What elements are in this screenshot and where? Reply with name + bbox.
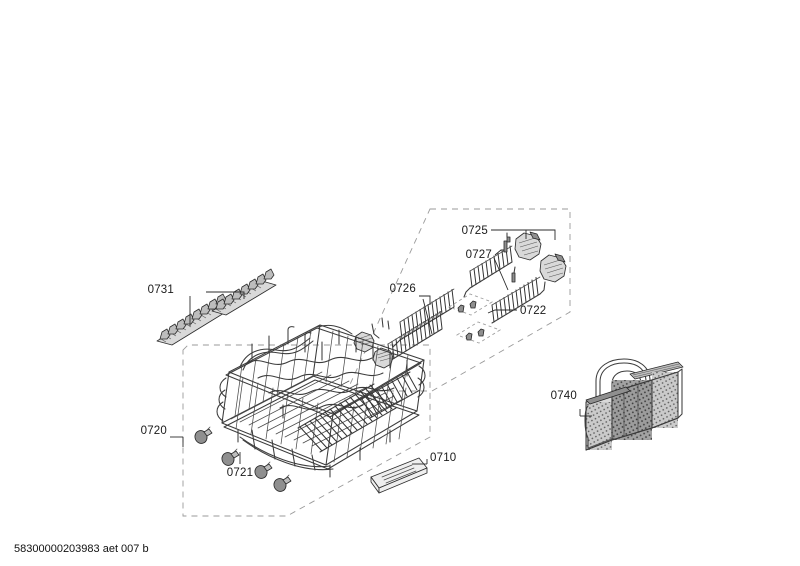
label-0720: 0720 bbox=[141, 425, 167, 437]
rack-clip-left bbox=[353, 331, 375, 353]
rack-clip-parts bbox=[353, 317, 394, 369]
part-0731-folding-tine-rows bbox=[156, 268, 277, 346]
tine-row-front bbox=[156, 293, 230, 346]
leader-0726 bbox=[419, 295, 433, 335]
end-clip-a bbox=[514, 231, 542, 261]
part-0720-dish-rack bbox=[216, 324, 426, 478]
group-boundary-0720 bbox=[182, 344, 431, 517]
rack-rear-supports bbox=[251, 326, 408, 377]
label-0725: 0725 bbox=[462, 225, 488, 237]
tine-hoops-back bbox=[215, 268, 275, 310]
leader-0740 bbox=[579, 409, 592, 417]
rack-bottom-legs bbox=[237, 404, 391, 478]
leader-0725 bbox=[491, 229, 556, 240]
label-0710: 0710 bbox=[430, 452, 456, 464]
pin-pair-lower bbox=[465, 328, 485, 341]
cutlery-compartment-right bbox=[651, 371, 679, 429]
part-0722-pin-sets bbox=[447, 293, 502, 344]
label-0726: 0726 bbox=[390, 283, 416, 295]
pin-pair-upper bbox=[457, 300, 477, 313]
footer-document-code: 58300000203983 aet 007 b bbox=[14, 543, 149, 555]
roller-wheel-2 bbox=[221, 448, 240, 466]
part-0710-trim-strip bbox=[370, 457, 428, 494]
label-0740: 0740 bbox=[551, 390, 577, 402]
cutlery-bottom bbox=[585, 417, 679, 451]
leader-0710 bbox=[412, 459, 428, 465]
label-0722: 0722 bbox=[520, 305, 546, 317]
rack-rear-right-wires bbox=[325, 330, 409, 407]
part-0740-cutlery-basket bbox=[584, 358, 684, 451]
rack-interior-tine-field-rear bbox=[359, 371, 421, 419]
rack-front-bar bbox=[239, 429, 334, 471]
part-0727-tine-comb-lower bbox=[491, 276, 546, 324]
label-0731: 0731 bbox=[148, 284, 174, 296]
roller-wheel-1 bbox=[194, 426, 213, 444]
part-0725-end-clips bbox=[514, 231, 567, 283]
leader-0731 bbox=[189, 291, 245, 326]
part-0721-roller-wheels bbox=[194, 426, 292, 492]
cutlery-upper-band bbox=[585, 386, 631, 405]
rack-interior-tine-field bbox=[297, 383, 397, 453]
label-0727: 0727 bbox=[466, 249, 492, 261]
leader-0720 bbox=[170, 436, 184, 447]
roller-wheel-4 bbox=[273, 474, 292, 492]
rack-left-brackets bbox=[216, 365, 426, 422]
rack-rear-handle bbox=[239, 324, 353, 371]
leader-0722 bbox=[487, 309, 517, 314]
dashed-region-0720 bbox=[182, 344, 431, 517]
end-clip-b bbox=[539, 253, 567, 283]
cutlery-compartment-center bbox=[611, 379, 653, 441]
cutlery-top-rail-mesh bbox=[632, 363, 681, 378]
roller-wheel-3 bbox=[254, 461, 273, 479]
part-0727-tine-comb bbox=[463, 245, 513, 298]
tine-hoops-front bbox=[159, 293, 227, 340]
tine-tab-pieces bbox=[503, 232, 516, 283]
cutlery-rear-panel bbox=[677, 368, 683, 419]
label-0721: 0721 bbox=[227, 467, 253, 479]
